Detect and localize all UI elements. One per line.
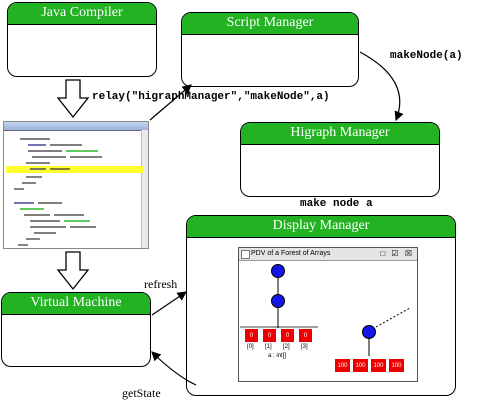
array-bottom-cell: 100	[388, 358, 405, 373]
code-lines	[6, 138, 144, 246]
refresh-arrow	[151, 291, 187, 316]
tree-node-child	[271, 294, 285, 308]
array-top-index: [0]	[247, 344, 254, 350]
array-top-name: a : int[]	[268, 353, 287, 359]
editor-to-vm-arrow	[56, 251, 90, 291]
higraph-manager-title: Higraph Manager	[241, 123, 439, 145]
window-controls[interactable]: □ ☑ ☒	[380, 249, 414, 258]
virtual-machine-title: Virtual Machine	[2, 293, 150, 315]
java-compiler-box: Java Compiler	[7, 2, 157, 77]
compiler-to-editor-arrow	[56, 79, 90, 119]
array-bottom-cell: 100	[370, 358, 387, 373]
array-top-index: [3]	[301, 344, 308, 350]
makenode-arrow	[359, 51, 404, 122]
java-compiler-title: Java Compiler	[8, 3, 156, 25]
script-manager-title: Script Manager	[182, 13, 358, 35]
array-top-cell: 0	[262, 328, 277, 343]
virtual-machine-box: Virtual Machine	[1, 292, 151, 367]
getstate-arrow	[151, 351, 197, 386]
higraph-manager-box: Higraph Manager	[240, 122, 440, 197]
code-editor-scrollbar	[141, 130, 148, 248]
display-manager-title: Display Manager	[187, 216, 455, 238]
pdv-window-titlebar: PDV of a Forest of Arrays □ ☑ ☒	[239, 248, 417, 261]
pdv-window-title: PDV of a Forest of Arrays	[251, 250, 331, 257]
code-editor-thumbnail	[3, 121, 149, 249]
array-top-index: [2]	[283, 344, 290, 350]
refresh-label: refresh	[144, 277, 178, 291]
code-editor-titlebar	[4, 122, 148, 131]
make-node-a-label: make node a	[300, 198, 373, 210]
window-icon	[241, 250, 250, 259]
array-top-cell: 0	[244, 328, 259, 343]
array-top-cell: 0	[280, 328, 295, 343]
relay-arrow	[149, 84, 192, 121]
tree-node-root	[271, 264, 285, 278]
array-bottom-cell: 100	[334, 358, 351, 373]
tree-node-right	[362, 325, 376, 339]
array-top-cell: 0	[298, 328, 313, 343]
tree-edge-dotted	[375, 307, 411, 328]
relay-label: relay("higraphManager","makeNode",a)	[92, 91, 330, 103]
script-manager-box: Script Manager	[181, 12, 359, 87]
getstate-label: getState	[122, 386, 161, 400]
highlighted-line	[6, 166, 144, 173]
array-bottom-cell: 100	[352, 358, 369, 373]
makenode-label: makeNode(a)	[390, 50, 463, 62]
array-top-index: [1]	[265, 344, 272, 350]
